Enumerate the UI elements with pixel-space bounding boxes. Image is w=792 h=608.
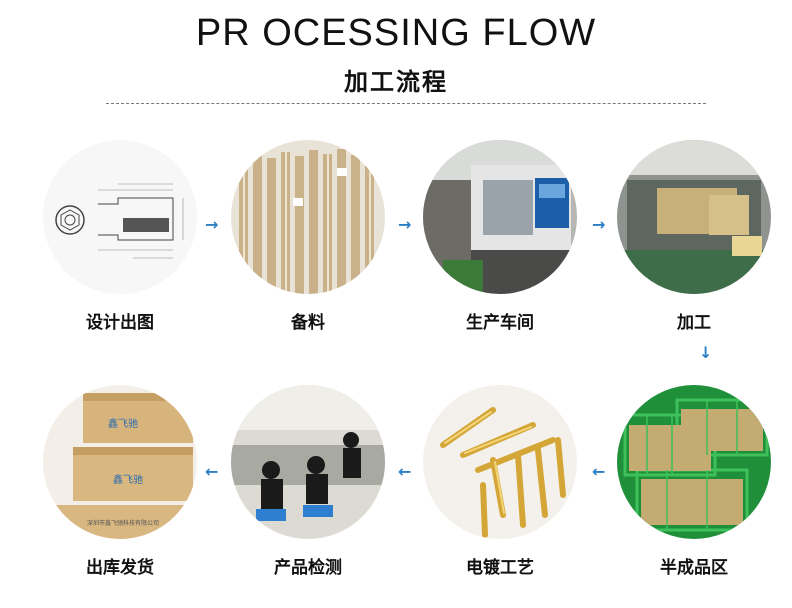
step-label: 设计出图	[86, 313, 154, 333]
step-label: 出库发货	[86, 558, 154, 578]
inspection-image	[231, 385, 385, 539]
step-plating: 电镀工艺	[420, 385, 580, 578]
dashed-divider	[106, 103, 706, 104]
arrow-down-icon: ↓	[699, 343, 713, 362]
box-company-text: 深圳市鑫飞驰科技有限公司	[87, 519, 159, 527]
box-brand-text: 鑫飞驰	[108, 417, 138, 430]
arrow-right-icon: →	[592, 215, 606, 234]
arrow-right-icon: →	[205, 215, 219, 234]
title-chinese: 加工流程	[344, 68, 448, 96]
step-shipping: 鑫飞驰 鑫飞驰 深圳市鑫飞驰科技有限公司 出库发货	[40, 385, 200, 578]
step-material-prep: 备料	[228, 140, 388, 333]
title-english: PR OCESSING FLOW	[195, 12, 597, 54]
step-label: 备料	[291, 313, 325, 333]
step-production-workshop: 生产车间	[420, 140, 580, 333]
step-semi-finished: 半成品区	[614, 385, 774, 578]
arrow-left-icon: ←	[592, 462, 606, 481]
plating-image	[423, 385, 577, 539]
box-brand-text: 鑫飞驰	[113, 473, 143, 486]
shipping-image: 鑫飞驰 鑫飞驰 深圳市鑫飞驰科技有限公司	[43, 385, 197, 539]
production-workshop-image	[423, 140, 577, 294]
step-label: 半成品区	[660, 558, 728, 578]
arrow-right-icon: →	[398, 215, 412, 234]
step-machining: 加工	[614, 140, 774, 333]
material-prep-image	[231, 140, 385, 294]
arrow-left-icon: ←	[398, 462, 412, 481]
design-drawing-image	[43, 140, 197, 294]
step-inspection: 产品检测	[228, 385, 388, 578]
step-label: 电镀工艺	[466, 558, 534, 578]
machining-image	[617, 140, 771, 294]
arrow-left-icon: ←	[205, 462, 219, 481]
step-label: 加工	[677, 313, 711, 333]
step-label: 产品检测	[274, 558, 342, 578]
step-label: 生产车间	[466, 313, 534, 333]
step-design-drawing: 设计出图	[40, 140, 200, 333]
semi-finished-image	[617, 385, 771, 539]
